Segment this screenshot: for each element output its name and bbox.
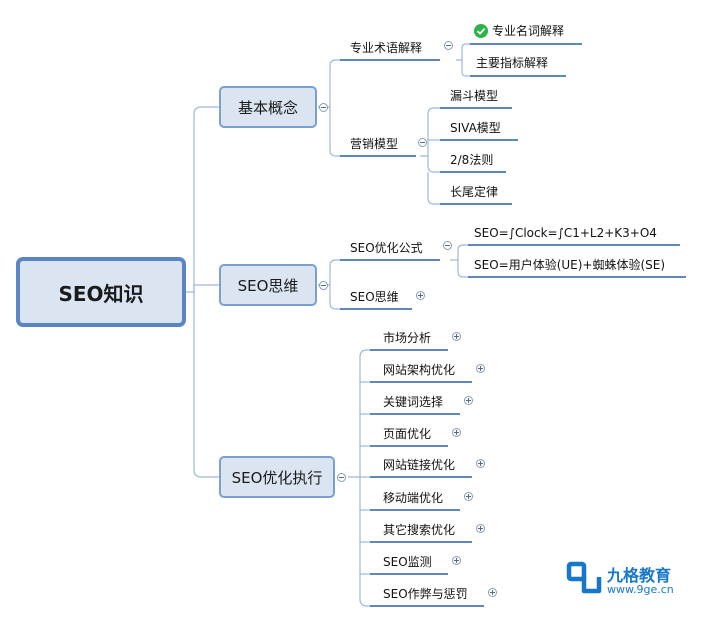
node-marketing-models[interactable]: 营销模型 [350,137,399,151]
node-term-metrics[interactable]: 主要指标解释 [476,56,549,70]
plus-circle-icon[interactable] [452,556,461,565]
minus-circle-icon[interactable] [337,473,346,482]
node-model-siva[interactable]: SIVA模型 [450,121,501,135]
node-seo-thinking[interactable]: SEO思维 [219,264,317,306]
node-basic-concepts[interactable]: 基本概念 [219,86,317,128]
node-exec-page[interactable]: 页面优化 [383,427,432,441]
plus-circle-icon[interactable] [476,364,485,373]
node-terms[interactable]: 专业术语解释 [350,41,423,55]
node-exec-links[interactable]: 网站链接优化 [383,458,456,472]
plus-circle-icon[interactable] [452,332,461,341]
root-label: SEO知识 [58,281,144,306]
minus-circle-icon[interactable] [418,138,427,147]
plus-circle-icon[interactable] [464,492,473,501]
brand-name: 九格教育 [607,566,672,585]
node-term-names[interactable]: 专业名词解释 [492,24,565,38]
plus-circle-icon[interactable] [416,291,425,300]
minus-circle-icon[interactable] [444,41,453,50]
minus-circle-icon[interactable] [319,281,328,290]
node-exec-mobile[interactable]: 移动端优化 [383,491,444,505]
node-exec-keywords[interactable]: 关键词选择 [383,395,444,409]
node-exec-monitoring[interactable]: SEO监测 [383,555,432,569]
node-exec-other-search[interactable]: 其它搜索优化 [383,523,456,537]
check-circle-icon [474,24,488,38]
plus-circle-icon[interactable] [488,588,497,597]
minus-circle-icon[interactable] [319,103,328,112]
brand-url: www.9ge.cn [607,583,674,596]
node-model-longtail[interactable]: 长尾定律 [450,185,499,199]
minus-circle-icon[interactable] [443,241,452,250]
node-formula-experience[interactable]: SEO=用户体验(UE)+蜘蛛体验(SE) [474,258,666,272]
brand-logo-icon [566,561,602,594]
node-seo-mindset[interactable]: SEO思维 [350,290,399,304]
node-model-pareto[interactable]: 2/8法则 [450,153,494,167]
root-node[interactable]: SEO知识 [16,257,186,327]
node-seo-execution[interactable]: SEO优化执行 [219,456,335,498]
node-exec-market[interactable]: 市场分析 [383,331,432,345]
node-seo-formula[interactable]: SEO优化公式 [350,241,423,255]
plus-circle-icon[interactable] [452,428,461,437]
node-label: SEO优化执行 [231,468,323,487]
node-model-funnel[interactable]: 漏斗模型 [450,89,499,103]
plus-circle-icon[interactable] [464,396,473,405]
plus-circle-icon[interactable] [476,524,485,533]
node-exec-cheating[interactable]: SEO作弊与惩罚 [383,587,468,601]
plus-circle-icon[interactable] [476,459,485,468]
node-formula-clock[interactable]: SEO=∫Clock=∫C1+L2+K3+O4 [474,226,657,240]
node-label: SEO思维 [237,276,299,295]
node-exec-architecture[interactable]: 网站架构优化 [383,363,456,377]
node-label: 基本概念 [237,98,298,117]
